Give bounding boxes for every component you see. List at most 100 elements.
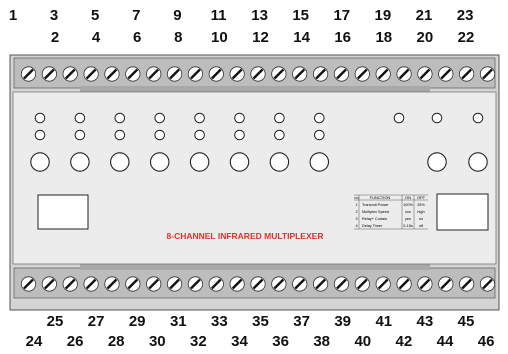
screw-slot — [336, 278, 347, 290]
screw-slot — [231, 278, 243, 290]
panel-title: 8-CHANNEL INFRARED MULTIPLEXER — [167, 231, 324, 241]
right-display-window — [436, 193, 489, 231]
terminal-number: 26 — [66, 333, 84, 350]
status-led — [393, 112, 405, 124]
terminal-number: 45 — [457, 313, 475, 330]
screw-slot — [106, 278, 118, 290]
terminal-number: 19 — [374, 7, 392, 24]
channel-led — [234, 112, 245, 124]
switch-function-table: no FUNCTION ON OFF 1 Transmit Power 100%… — [354, 194, 428, 230]
table-cell: 1 — [355, 203, 357, 207]
table-cell: 0-15s — [403, 224, 413, 228]
table-cell: no — [419, 217, 423, 221]
channel-led — [194, 129, 205, 141]
terminal-number: 46 — [477, 333, 495, 350]
status-led — [431, 112, 443, 124]
channel-button — [70, 152, 90, 172]
terminal-number: 27 — [87, 313, 105, 330]
screw-slot — [23, 278, 34, 290]
screw-slot — [44, 68, 55, 80]
terminal-number: 2 — [50, 29, 60, 46]
table-cell: Multiplex Speed — [362, 210, 389, 214]
terminal-number: 24 — [25, 333, 43, 350]
screw-slot — [190, 68, 201, 80]
channel-led — [154, 112, 165, 124]
terminal-number: 41 — [375, 313, 393, 330]
top-screw-row — [20, 66, 496, 82]
table-cell: 2 — [355, 210, 357, 214]
screw-slot — [252, 68, 264, 80]
screw-slot — [440, 278, 452, 290]
screw-slot — [64, 278, 76, 290]
screw-slot — [440, 68, 452, 80]
terminal-number: 34 — [231, 333, 248, 350]
terminal-number: 21 — [415, 7, 433, 24]
terminal-number: 25 — [46, 313, 64, 330]
screw-slot — [315, 68, 326, 80]
table-cell: 100% — [403, 203, 413, 207]
channel-button — [110, 152, 130, 172]
channel-led — [114, 129, 126, 141]
table-cell: low — [405, 210, 411, 214]
terminal-number: 31 — [169, 313, 187, 330]
channel-led — [114, 112, 126, 124]
table-cell: Delay Timer — [362, 224, 383, 228]
table-cell: 25% — [417, 203, 425, 207]
screw-slot — [419, 278, 431, 290]
screw-slot — [294, 68, 306, 80]
terminal-number: 6 — [133, 29, 142, 46]
terminal-number: 17 — [333, 7, 351, 24]
screw-slot — [315, 278, 326, 290]
channel-led — [74, 112, 86, 124]
front-panel — [12, 91, 497, 265]
bottom-screw-row — [20, 276, 496, 292]
table-cell: high — [417, 210, 424, 214]
screw-slot — [106, 68, 118, 80]
screw-slot — [461, 278, 472, 290]
channel-led — [314, 112, 325, 124]
table-cell: off — [419, 224, 424, 228]
screw-slot — [44, 278, 55, 290]
screw-slot — [482, 68, 493, 80]
terminal-number: 7 — [132, 7, 141, 24]
channel-button — [189, 152, 210, 172]
terminal-number: 22 — [457, 29, 475, 46]
screw-slot — [273, 278, 285, 290]
channel-led — [74, 129, 86, 141]
terminal-number: 10 — [211, 29, 228, 46]
screw-slot — [148, 68, 160, 80]
screw-slot — [398, 278, 410, 290]
terminal-number: 39 — [334, 313, 352, 330]
screw-slot — [461, 68, 472, 80]
channel-button — [229, 152, 250, 172]
screw-slot — [169, 278, 180, 290]
channel-led — [274, 129, 285, 141]
screw-slot — [64, 68, 76, 80]
screw-slot — [356, 278, 368, 290]
screw-slot — [356, 68, 368, 80]
screw-slot — [127, 278, 139, 290]
terminal-number: 8 — [174, 29, 183, 46]
screw-slot — [377, 68, 389, 80]
terminal-number: 5 — [91, 7, 100, 24]
screw-slot — [85, 278, 97, 290]
channel-led — [314, 129, 325, 141]
table-header-no: no — [354, 195, 359, 200]
table-cell: Relay+ Curtain — [362, 217, 387, 221]
screw-slot — [419, 68, 431, 80]
table-cell: 3 — [355, 217, 357, 221]
table-cell: Transmit Power — [362, 203, 389, 207]
terminal-number: 3 — [49, 7, 59, 24]
table-cell: yes — [405, 217, 411, 221]
screw-slot — [23, 68, 34, 80]
terminal-number: 28 — [107, 333, 125, 350]
channel-button — [149, 152, 170, 172]
terminal-number: 11 — [210, 7, 227, 24]
terminal-number: 4 — [91, 29, 101, 46]
table-header-on: ON — [405, 195, 411, 200]
terminal-number: 36 — [272, 333, 289, 350]
screw-slot — [169, 68, 180, 80]
terminal-number: 30 — [148, 333, 166, 350]
